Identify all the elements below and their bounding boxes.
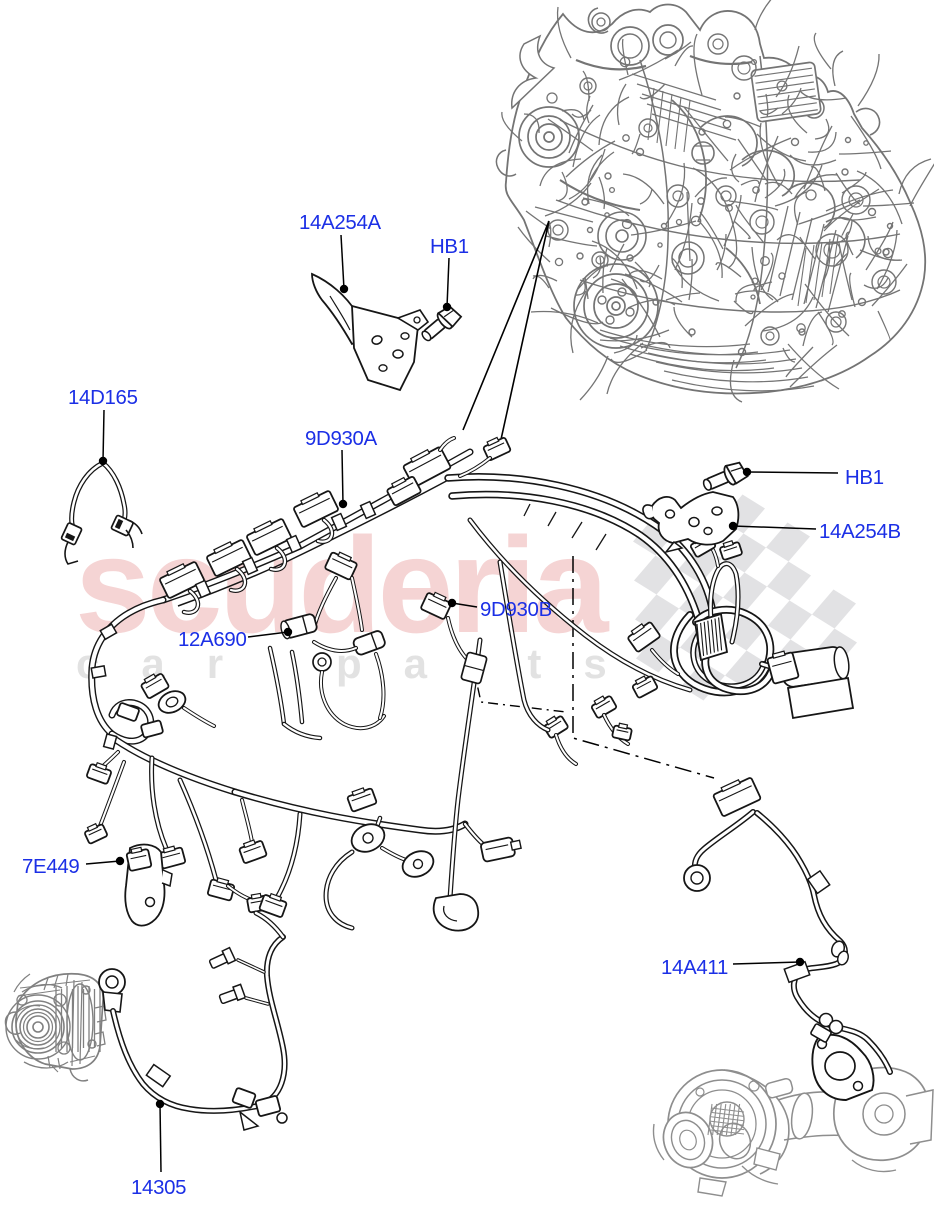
svg-text:12A690: 12A690 xyxy=(178,629,247,651)
svg-text:14305: 14305 xyxy=(131,1177,186,1199)
svg-text:HB1: HB1 xyxy=(845,467,884,489)
svg-text:14D165: 14D165 xyxy=(68,387,138,409)
svg-text:14A411: 14A411 xyxy=(661,957,728,979)
svg-text:HB1: HB1 xyxy=(430,236,469,258)
svg-text:9D930A: 9D930A xyxy=(305,428,378,450)
svg-text:9D930B: 9D930B xyxy=(480,599,552,621)
svg-text:14A254B: 14A254B xyxy=(819,521,901,543)
svg-text:14A254A: 14A254A xyxy=(299,212,382,234)
svg-text:7E449: 7E449 xyxy=(22,856,79,878)
